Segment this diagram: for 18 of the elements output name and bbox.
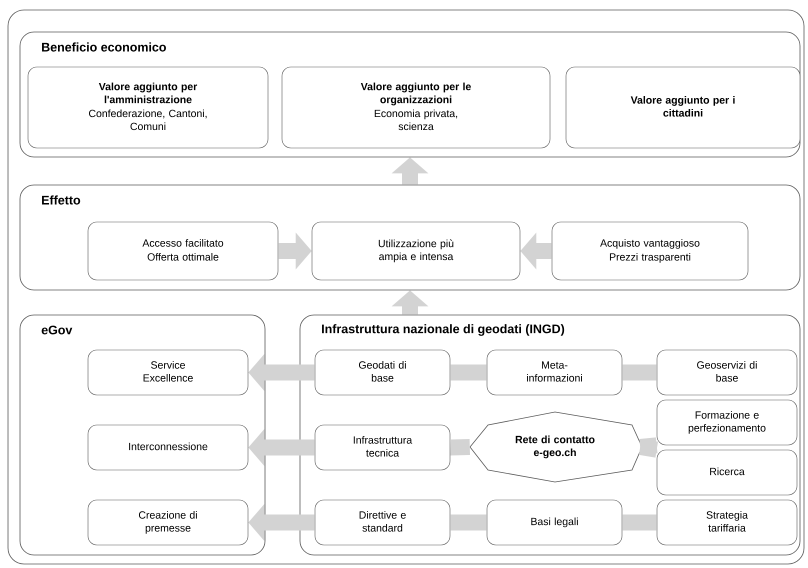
text-box: Infrastruttura tecnica [314,424,450,470]
text-box: Geoservizi di base [656,350,798,396]
text-box: Direttive e standard [314,500,450,546]
text-box: Utilizzazione più ampia e intensa [312,222,520,280]
text-box: Ricerca [656,450,798,496]
text-box: Meta-informazioni [486,350,622,396]
text-box: Valore aggiunto per le organizzazioni Economia privata, scienza [282,66,550,148]
text-box: Valore aggiunto per l'amministrazione Confederazione, Cantoni, Comuni [28,66,268,148]
text-box: Interconnessione [88,424,248,470]
text-box: Formazione e perfezionamento [656,400,798,446]
text-box: Service Excellence [88,350,248,396]
text-box: Strategia tariffaria [656,500,798,546]
text-box: Accesso facilitato Offerta ottimale [88,222,278,280]
text-box: Creazione di premesse [88,500,248,546]
text-box: Geodati di base [314,350,450,396]
text-box: Valore aggiunto per i cittadini [566,66,800,148]
text-box: Acquisto vantaggioso Prezzi trasparenti [552,222,748,280]
text-box: Basi legali [486,500,622,546]
